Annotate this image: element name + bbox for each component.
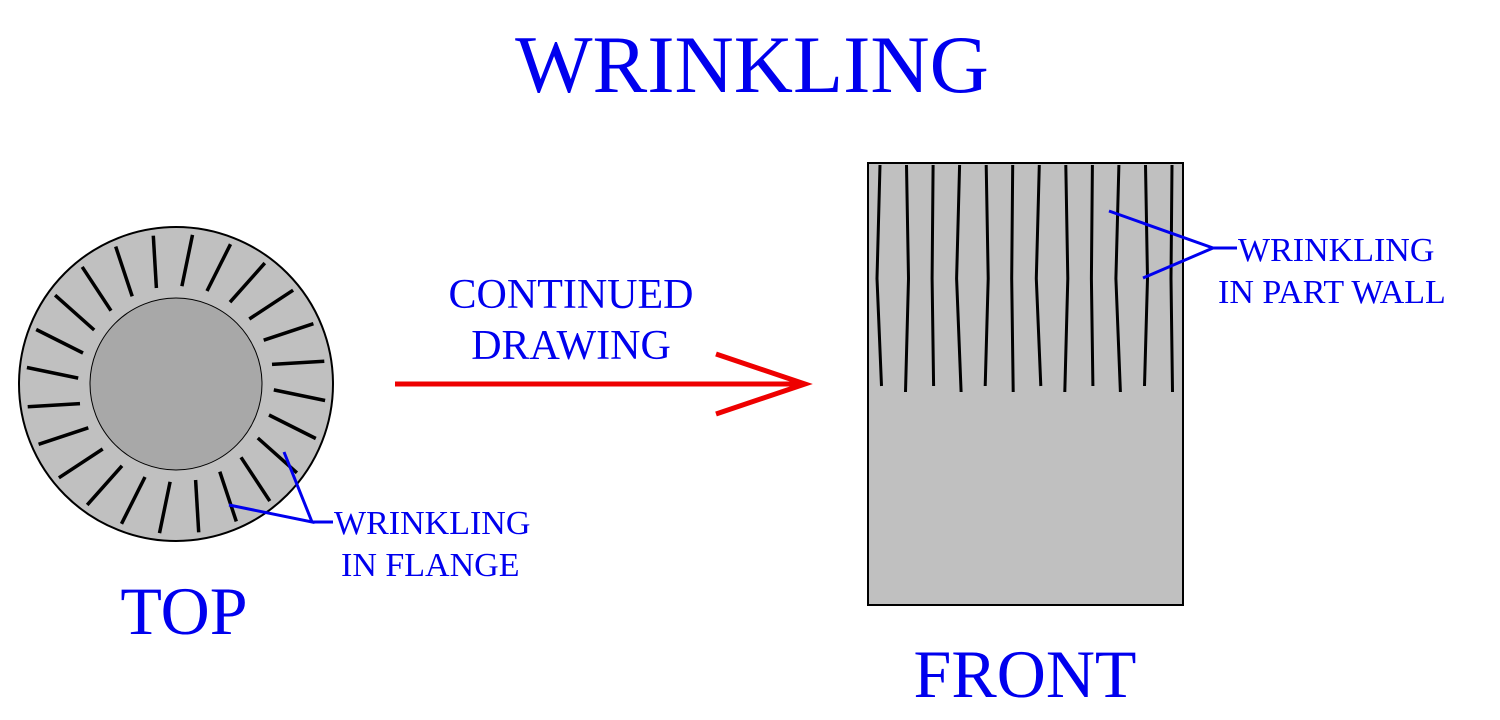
flange-wrinkles xyxy=(26,234,326,534)
flange-wrinkle xyxy=(271,359,325,367)
flange-wrinkle xyxy=(114,246,134,297)
flange-wrinkle xyxy=(180,234,195,287)
front-view-caption: FRONT xyxy=(914,636,1137,712)
flange-wrinkle xyxy=(35,327,84,355)
flange-wrinkle xyxy=(228,261,267,304)
wall-wrinkle xyxy=(1169,164,1174,393)
top-view-caption: TOP xyxy=(120,573,247,649)
flange-wrinkle xyxy=(53,293,96,332)
flange-wrinkle xyxy=(263,322,314,342)
flange-wrinkle xyxy=(57,447,104,480)
flange-wrinkle xyxy=(26,365,79,380)
wall-wrinkle xyxy=(1089,164,1095,387)
wall-wrinkle xyxy=(983,164,990,387)
wall-callout-line1: WRINKLING xyxy=(1238,232,1434,269)
flange-wrinkle xyxy=(193,479,201,533)
wall-wrinkle xyxy=(1063,164,1070,393)
wall-wrinkle xyxy=(1114,164,1122,393)
flange-wrinkle xyxy=(80,265,113,312)
arrow-label-line2: DRAWING xyxy=(471,323,671,369)
flange-wrinkle xyxy=(119,476,147,525)
wall-wrinkles xyxy=(875,164,1174,393)
part-wall xyxy=(867,162,1184,606)
flange-wrinkle xyxy=(151,235,159,289)
flange-callout: WRINKLING IN FLANGE xyxy=(228,451,530,584)
wall-wrinkle xyxy=(904,164,911,393)
continued-drawing-arrow xyxy=(395,351,813,417)
flange-callout-line2: IN FLANGE xyxy=(341,547,519,584)
flange-wrinkle xyxy=(268,413,317,441)
front-view xyxy=(867,162,1184,606)
wall-wrinkle xyxy=(1010,164,1015,393)
flange-wrinkle xyxy=(239,456,272,503)
flange-wrinkle xyxy=(38,426,89,446)
flange-wrinkle xyxy=(157,481,172,534)
wall-callout: WRINKLING IN PART WALL xyxy=(1108,209,1446,311)
flange-wrinkle xyxy=(218,471,238,522)
flange-callout-line1: WRINKLING xyxy=(334,505,530,542)
flange-wrinkle xyxy=(205,243,233,292)
wall-wrinkle xyxy=(930,164,936,387)
flange-wrinkle xyxy=(273,388,326,403)
top-view xyxy=(18,226,334,542)
flange-wrinkle xyxy=(248,288,295,321)
arrow-label-line1: CONTINUED xyxy=(449,272,694,318)
wall-wrinkle xyxy=(955,164,963,393)
wall-wrinkle xyxy=(875,164,883,387)
wall-wrinkle xyxy=(1143,164,1150,387)
cup-bottom xyxy=(89,297,263,471)
wall-wrinkle xyxy=(1034,164,1043,387)
diagram-title: WRINKLING xyxy=(515,19,989,110)
wall-callout-line2: IN PART WALL xyxy=(1218,274,1446,311)
flange-wrinkle xyxy=(27,401,81,409)
flange-wrinkle xyxy=(85,464,124,507)
